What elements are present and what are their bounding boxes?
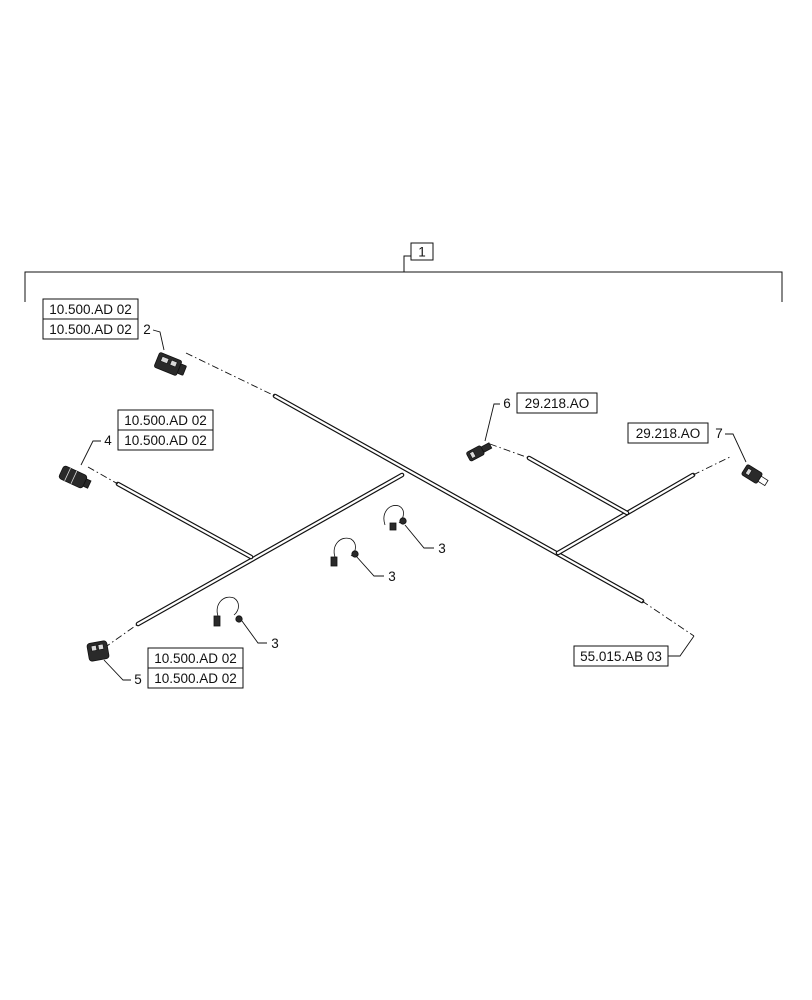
callout-4: 4 bbox=[104, 433, 112, 448]
callout-7: 7 bbox=[715, 426, 723, 441]
ref-connector-2[interactable]: 10.500.AD 02 10.500.AD 02 bbox=[42, 298, 139, 340]
callout-5: 5 bbox=[134, 672, 142, 687]
clip-b[interactable] bbox=[330, 537, 359, 567]
connector-5[interactable] bbox=[86, 640, 110, 662]
branch-connector-6 bbox=[526, 455, 630, 516]
ref-harness-end[interactable]: 55.015.AB 03 bbox=[573, 635, 695, 667]
ref-connector-4-top: 10.500.AD 02 bbox=[124, 413, 207, 428]
branch-left-trunk bbox=[135, 472, 405, 627]
callout-2: 2 bbox=[143, 322, 151, 337]
ref-connector-7-label: 29.218.AO bbox=[636, 426, 701, 441]
ref-connector-2-bottom: 10.500.AD 02 bbox=[49, 322, 132, 337]
connector-6[interactable] bbox=[466, 441, 493, 462]
clip-c[interactable] bbox=[213, 596, 243, 627]
callout-3-clip-c: 3 bbox=[271, 636, 279, 651]
extension-lines bbox=[87, 352, 731, 649]
callout-6: 6 bbox=[503, 396, 511, 411]
item-1-label: 1 bbox=[418, 245, 426, 260]
ref-connector-5-bottom: 10.500.AD 02 bbox=[154, 671, 237, 686]
callout-3-clip-b: 3 bbox=[388, 569, 396, 584]
ref-connector-7[interactable]: 29.218.AO bbox=[627, 422, 709, 444]
connector-4[interactable] bbox=[58, 465, 92, 491]
branch-connector-4 bbox=[115, 481, 254, 560]
item-1-box[interactable]: 1 bbox=[410, 242, 434, 261]
connector-2[interactable] bbox=[154, 352, 188, 378]
ref-connector-4[interactable]: 10.500.AD 02 10.500.AD 02 bbox=[117, 409, 214, 451]
ref-connector-5-top: 10.500.AD 02 bbox=[154, 651, 237, 666]
ref-connector-6[interactable]: 29.218.AO bbox=[516, 392, 598, 414]
ref-connector-6-label: 29.218.AO bbox=[525, 396, 590, 411]
callout-3-clip-a: 3 bbox=[438, 541, 446, 556]
ref-connector-4-bottom: 10.500.AD 02 bbox=[124, 433, 207, 448]
harness-wires bbox=[115, 393, 696, 627]
assembly-bracket bbox=[24, 255, 783, 302]
clip-a[interactable] bbox=[383, 505, 407, 531]
connector-7[interactable] bbox=[741, 464, 769, 488]
main-trunk bbox=[272, 393, 645, 604]
ref-connector-5[interactable]: 10.500.AD 02 10.500.AD 02 bbox=[147, 647, 244, 689]
ref-connector-2-top: 10.500.AD 02 bbox=[49, 302, 132, 317]
ref-harness-end-label: 55.015.AB 03 bbox=[580, 649, 662, 664]
